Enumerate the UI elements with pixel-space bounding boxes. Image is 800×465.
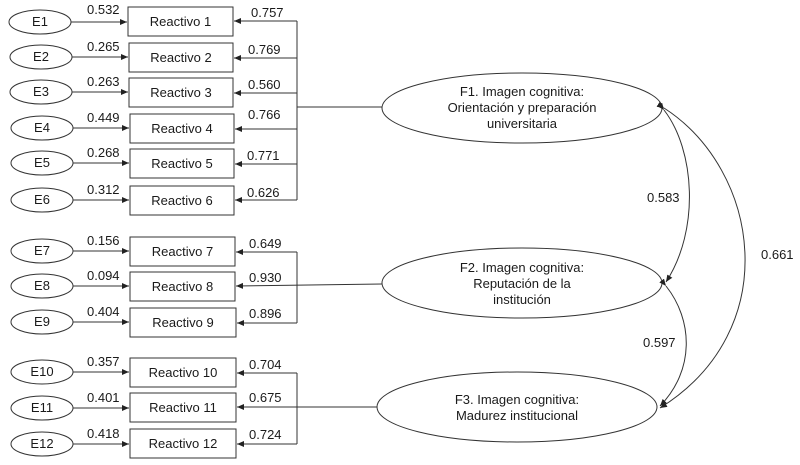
factor-f1-line3: universitaria bbox=[486, 116, 558, 131]
error-weight-2: 0.265 bbox=[87, 39, 120, 54]
error-node-e6: E6 bbox=[34, 192, 50, 207]
loading-4: 0.766 bbox=[248, 107, 281, 122]
item-box-5: Reactivo 5 bbox=[151, 156, 213, 171]
item-box-11: Reactivo 11 bbox=[149, 400, 217, 415]
error-node-e10: E10 bbox=[30, 364, 54, 379]
error-node-e4: E4 bbox=[34, 120, 50, 135]
factor-f2-line2: Reputación de la bbox=[473, 276, 571, 291]
error-weight-11: 0.401 bbox=[87, 390, 120, 405]
loading-6: 0.626 bbox=[247, 185, 280, 200]
item-box-2: Reactivo 2 bbox=[150, 50, 212, 65]
loading-3: 0.560 bbox=[248, 77, 281, 92]
error-weight-7: 0.156 bbox=[87, 233, 120, 248]
error-node-e5: E5 bbox=[34, 155, 50, 170]
correlation-f2-f3: 0.597 bbox=[643, 335, 676, 350]
factor-f2-line1: F2. Imagen cognitiva: bbox=[459, 260, 585, 275]
error-weight-9: 0.404 bbox=[87, 304, 120, 319]
item-box-6: Reactivo 6 bbox=[151, 193, 213, 208]
loading-11: 0.675 bbox=[249, 390, 282, 405]
loading-5: 0.771 bbox=[247, 148, 280, 163]
loading-1: 0.757 bbox=[251, 5, 284, 20]
item-box-4: Reactivo 4 bbox=[151, 121, 213, 136]
loading-10: 0.704 bbox=[249, 357, 282, 372]
error-node-e8: E8 bbox=[34, 278, 50, 293]
factor-f3: F3. Imagen cognitiva: Madurez institucio… bbox=[397, 392, 637, 424]
error-weight-8: 0.094 bbox=[87, 268, 120, 283]
error-weight-6: 0.312 bbox=[87, 182, 120, 197]
error-node-e12: E12 bbox=[30, 436, 54, 451]
error-node-e7: E7 bbox=[34, 243, 50, 258]
factor-f3-line2: Madurez institucional bbox=[455, 408, 579, 423]
item-box-10: Reactivo 10 bbox=[148, 365, 218, 380]
error-weight-5: 0.268 bbox=[87, 145, 120, 160]
factor-f3-line1: F3. Imagen cognitiva: bbox=[454, 392, 580, 407]
loading-7: 0.649 bbox=[249, 236, 282, 251]
factor-f1: F1. Imagen cognitiva: Orientación y prep… bbox=[402, 84, 642, 132]
loading-9: 0.896 bbox=[249, 306, 282, 321]
item-box-3: Reactivo 3 bbox=[150, 85, 212, 100]
loading-2: 0.769 bbox=[248, 42, 281, 57]
item-box-9: Reactivo 9 bbox=[152, 315, 214, 330]
error-weight-12: 0.418 bbox=[87, 426, 120, 441]
error-node-e11: E11 bbox=[30, 400, 54, 415]
item-box-7: Reactivo 7 bbox=[151, 244, 214, 259]
factor-f1-line2: Orientación y preparación bbox=[447, 100, 597, 115]
error-weight-10: 0.357 bbox=[87, 354, 120, 369]
error-weight-3: 0.263 bbox=[87, 74, 120, 89]
error-node-e1: E1 bbox=[32, 14, 48, 29]
item-box-8: Reactivo 8 bbox=[151, 279, 214, 294]
correlation-f1-f3: 0.661 bbox=[761, 247, 794, 262]
item-box-12: Reactivo 12 bbox=[148, 436, 218, 451]
item-box-1: Reactivo 1 bbox=[149, 14, 212, 29]
factor-f2: F2. Imagen cognitiva: Reputación de la i… bbox=[402, 260, 642, 308]
loading-8: 0.930 bbox=[249, 270, 282, 285]
loading-12: 0.724 bbox=[249, 427, 282, 442]
error-node-e9: E9 bbox=[34, 314, 50, 329]
correlation-f1-f2: 0.583 bbox=[647, 190, 680, 205]
error-node-e2: E2 bbox=[33, 49, 49, 64]
error-weight-4: 0.449 bbox=[87, 110, 120, 125]
error-node-e3: E3 bbox=[33, 84, 49, 99]
factor-f2-line3: institución bbox=[493, 292, 551, 307]
factor-f1-line1: F1. Imagen cognitiva: bbox=[459, 84, 585, 99]
error-weight-1: 0.532 bbox=[87, 2, 120, 17]
